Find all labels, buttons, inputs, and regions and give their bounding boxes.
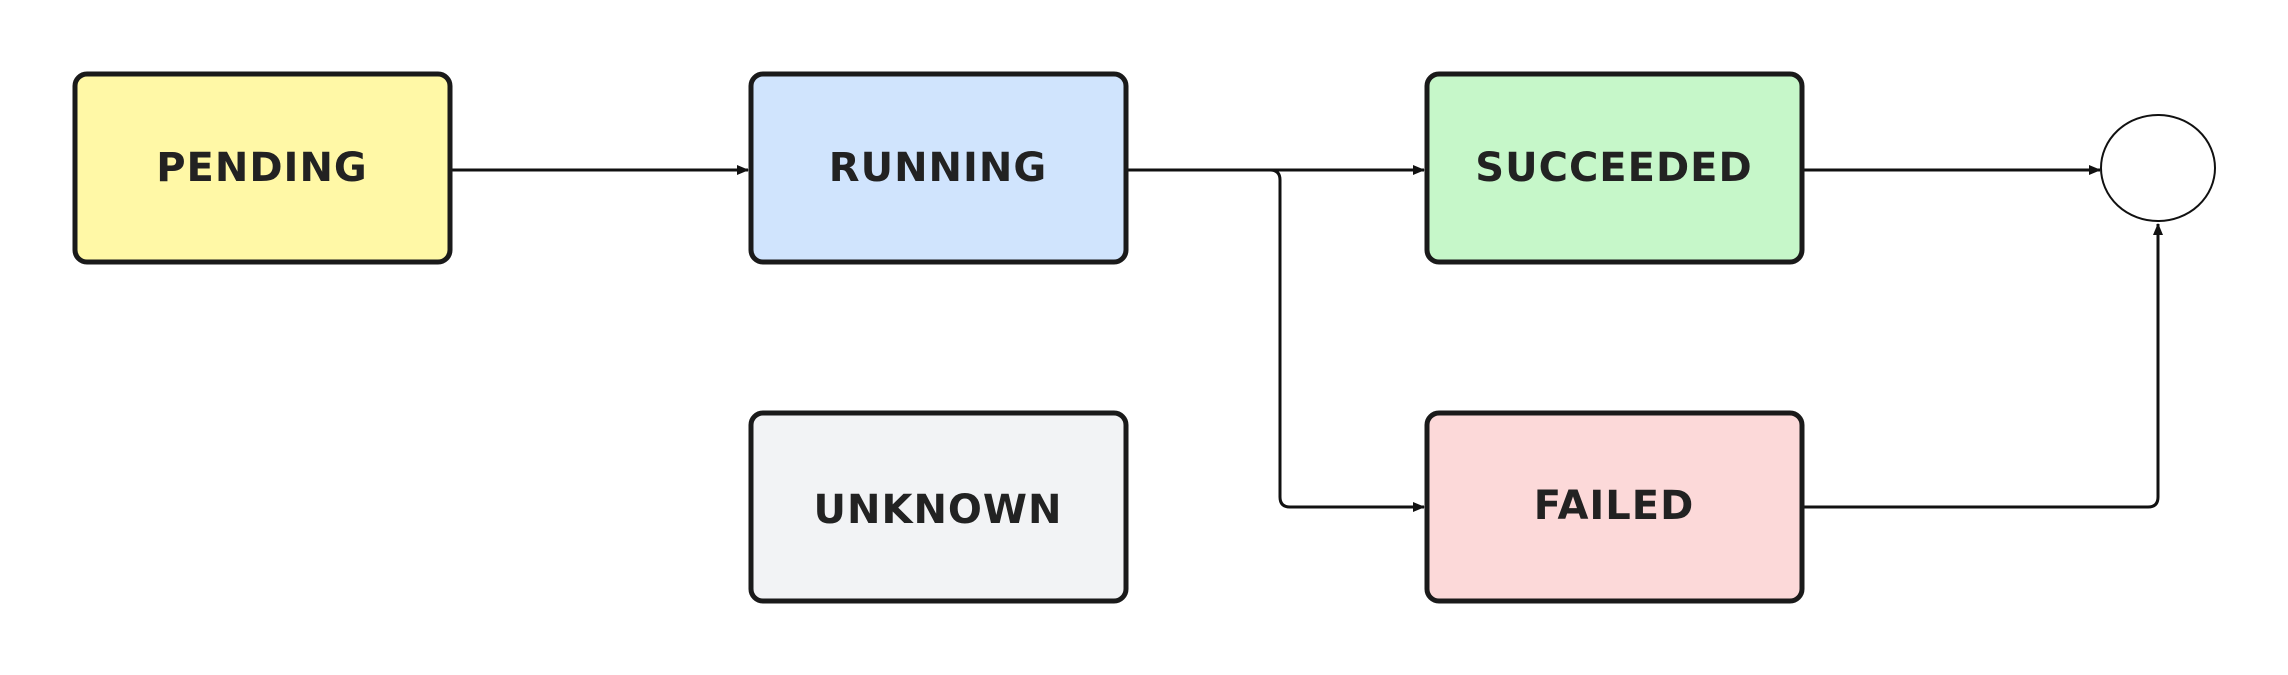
edge-running-to-failed xyxy=(1128,168,1425,512)
state-failed[interactable]: FAILED xyxy=(1424,410,1805,604)
state-unknown[interactable]: UNKNOWN xyxy=(748,410,1129,604)
state-failed-box xyxy=(1424,410,1805,604)
state-failed-label: FAILED xyxy=(1534,483,1695,529)
state-unknown-label: UNKNOWN xyxy=(813,487,1062,533)
state-running-label: RUNNING xyxy=(829,145,1047,191)
state-pending-label: PENDING xyxy=(156,145,368,191)
state-running[interactable]: RUNNING xyxy=(748,71,1129,265)
state-unknown-box xyxy=(748,410,1129,604)
edge-failed-to-end xyxy=(1804,223,2163,509)
state-running-box xyxy=(748,71,1129,265)
state-succeeded-label: SUCCEEDED xyxy=(1475,145,1752,191)
state-succeeded[interactable]: SUCCEEDED xyxy=(1424,71,1805,265)
state-pending-box xyxy=(72,71,453,265)
state-succeeded-box xyxy=(1424,71,1805,265)
end-state-circle[interactable] xyxy=(2100,114,2216,222)
state-pending[interactable]: PENDING xyxy=(72,71,453,265)
